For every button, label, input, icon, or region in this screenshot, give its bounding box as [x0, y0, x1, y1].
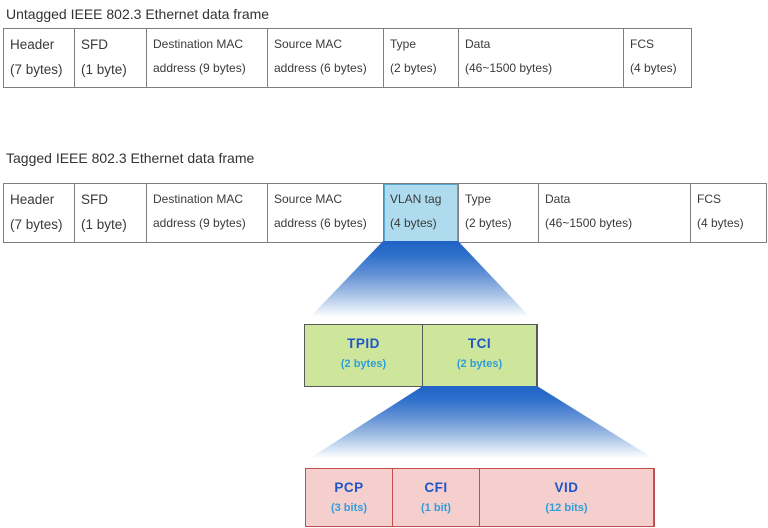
tagged-field-vlan-tag-size: (4 bytes) [390, 216, 437, 230]
tci-detail-field-vid-size: (12 bits) [545, 502, 588, 514]
untagged-field-fcs-size: (4 bytes) [630, 61, 677, 75]
untagged-field-source-mac-size: address (6 bytes) [274, 61, 367, 75]
tci-detail-field-pcp-size: (3 bits) [330, 502, 368, 514]
untagged-field-source-mac-name: Source MAC [274, 37, 343, 51]
untagged-field-fcs-name: FCS [630, 37, 654, 51]
untagged-field-sfd-size: (1 byte) [81, 62, 127, 77]
tagged-field-vlan-tag: VLAN tag (4 bytes) [384, 184, 459, 242]
tagged-field-type-size: (2 bytes) [465, 216, 512, 230]
vlan-detail-field-tpid-size: (2 bytes) [340, 358, 387, 370]
untagged-field-sfd-name: SFD [81, 37, 108, 52]
tci-expansion-funnel [310, 386, 653, 458]
tci-detail-field-vid-name: VID [554, 480, 579, 495]
tagged-field-sfd: SFD (1 byte) [75, 184, 147, 242]
untagged-field-type-name: Type [390, 37, 417, 51]
untagged-field-fcs: FCS (4 bytes) [624, 29, 691, 87]
tagged-field-data: Data (46~1500 bytes) [539, 184, 691, 242]
tagged-field-fcs-name: FCS [697, 192, 721, 206]
tci-detail-field-vid: VID (12 bits) [480, 469, 654, 526]
tci-detail-box: PCP (3 bits) CFI (1 bit) VID (12 bits) [305, 468, 655, 527]
untagged-field-destination-mac: Destination MAC address (9 bytes) [147, 29, 268, 87]
untagged-field-destination-mac-name: Destination MAC [153, 37, 244, 51]
vlan-tag-detail-box: TPID (2 bytes) TCI (2 bytes) [304, 324, 538, 387]
tagged-field-header: Header (7 bytes) [4, 184, 75, 242]
tagged-field-fcs-size: (4 bytes) [697, 216, 744, 230]
tci-detail-field-pcp: PCP (3 bits) [306, 469, 393, 526]
tagged-field-destination-mac: Destination MAC address (9 bytes) [147, 184, 268, 242]
untagged-frame-table: Header (7 bytes) SFD (1 byte) Destination MA… [3, 28, 692, 88]
vlan-detail-field-tci-size: (2 bytes) [456, 358, 503, 370]
untagged-frame-title: Untagged IEEE 802.3 Ethernet data frame [6, 6, 270, 22]
vlan-detail-field-tci-name: TCI [467, 336, 492, 351]
tagged-field-type: Type (2 bytes) [459, 184, 539, 242]
untagged-field-data-size: (46~1500 bytes) [465, 61, 553, 75]
tagged-field-destination-mac-size: address (9 bytes) [153, 216, 246, 230]
tagged-field-sfd-size: (1 byte) [81, 217, 127, 232]
tagged-field-fcs: FCS (4 bytes) [691, 184, 766, 242]
tagged-field-sfd-name: SFD [81, 192, 108, 207]
tagged-field-data-name: Data [545, 192, 571, 206]
tci-detail-field-pcp-name: PCP [334, 480, 364, 495]
tagged-field-source-mac-name: Source MAC [274, 192, 343, 206]
tci-detail-field-cfi: CFI (1 bit) [393, 469, 480, 526]
tagged-frame-title: Tagged IEEE 802.3 Ethernet data frame [6, 150, 255, 166]
vlan-detail-field-tpid-name: TPID [347, 336, 380, 351]
tagged-field-source-mac: Source MAC address (6 bytes) [268, 184, 384, 242]
tagged-frame-table: Header (7 bytes) SFD (1 byte) Destination MA… [3, 183, 767, 243]
tagged-field-destination-mac-name: Destination MAC [153, 192, 244, 206]
tagged-field-source-mac-size: address (6 bytes) [274, 216, 367, 230]
untagged-field-data-name: Data [465, 37, 491, 51]
untagged-field-type-size: (2 bytes) [390, 61, 437, 75]
untagged-field-header-name: Header [10, 37, 55, 52]
tagged-field-type-name: Type [465, 192, 492, 206]
untagged-field-type: Type (2 bytes) [384, 29, 459, 87]
vlan-detail-field-tpid: TPID (2 bytes) [305, 325, 423, 386]
untagged-field-data: Data (46~1500 bytes) [459, 29, 624, 87]
untagged-field-sfd: SFD (1 byte) [75, 29, 147, 87]
tci-detail-field-cfi-name: CFI [424, 480, 448, 495]
untagged-field-header-size: (7 bytes) [10, 62, 63, 77]
tci-detail-field-cfi-size: (1 bit) [421, 502, 451, 514]
tagged-field-header-name: Header [10, 192, 55, 207]
tagged-field-header-size: (7 bytes) [10, 217, 63, 232]
vlan-detail-field-tci: TCI (2 bytes) [423, 325, 537, 386]
untagged-field-destination-mac-size: address (9 bytes) [153, 61, 246, 75]
tagged-field-data-size: (46~1500 bytes) [545, 216, 633, 230]
untagged-field-header: Header (7 bytes) [4, 29, 75, 87]
untagged-field-source-mac: Source MAC address (6 bytes) [268, 29, 384, 87]
tagged-field-vlan-tag-name: VLAN tag [390, 192, 442, 206]
vlan-tag-expansion-funnel [310, 241, 530, 317]
